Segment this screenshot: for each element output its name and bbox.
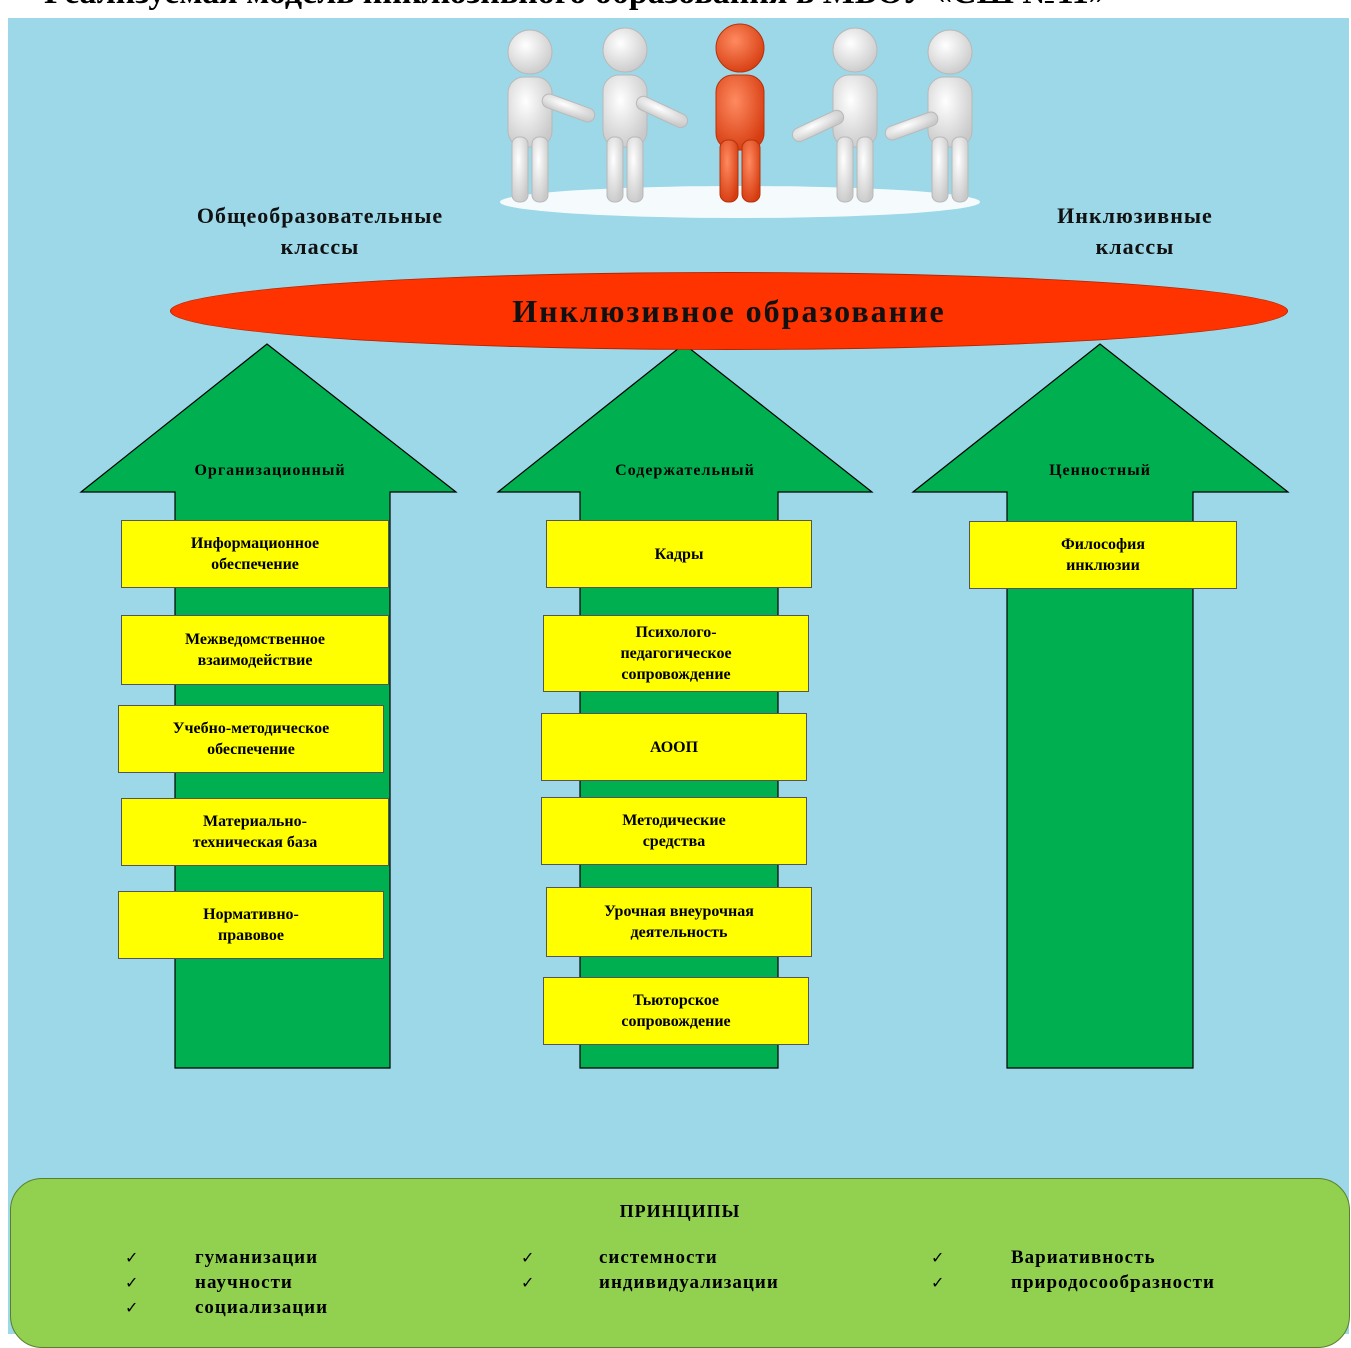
check-icon: ✓ [521,1248,536,1267]
principle-label: социализации [195,1296,329,1318]
check-icon: ✓ [521,1273,536,1292]
person-figure [791,27,878,203]
principle-item: ✓ научности [125,1270,328,1295]
page-title: Реализуемая модель инклюзивного образова… [0,0,1351,12]
person-figure [507,29,596,203]
arrow-value [911,343,1290,1069]
people-holding-hands-image [500,23,980,218]
principle-label: научности [195,1271,293,1293]
box-aoop: АООП [541,713,807,781]
principles-title: ПРИНЦИПЫ [619,1201,741,1221]
principle-label: Вариативность [1011,1246,1156,1268]
arrow-content [496,343,874,1069]
person-figure [602,27,689,203]
box-interagency-interaction: Межведомственное взаимодействие [121,615,389,685]
principle-item: ✓ природосообразности [931,1270,1215,1295]
box-information-support: Информационное обеспечение [121,520,389,588]
box-educational-methodical-support: Учебно-методическое обеспечение [118,705,384,773]
principle-label: гуманизации [195,1246,319,1268]
principle-label: системности [599,1246,718,1268]
person-figure-highlighted [715,23,765,203]
inclusive-education-ellipse: Инклюзивное образование [170,272,1288,350]
principle-item: ✓ индивидуализации [521,1270,779,1295]
arrow-label-value: Ценностный [1049,462,1151,479]
box-methodical-tools: Методические средства [541,797,807,865]
check-icon: ✓ [125,1273,140,1292]
box-tutor-support: Тьюторское сопровождение [543,977,809,1045]
box-psychological-pedagogical-support: Психолого- педагогическое сопровождение [543,615,809,692]
arrow-label-content: Содержательный [615,462,755,479]
principles-column-1: ✓ гуманизации ✓ научности ✓ социализации [125,1245,328,1320]
check-icon: ✓ [125,1248,140,1267]
person-figure [884,29,973,203]
principle-item: ✓ социализации [125,1295,328,1320]
inclusive-classes-label: Инклюзивные классы [1057,203,1213,259]
box-material-technical-base: Материально- техническая база [121,798,389,866]
inclusive-education-label: Инклюзивное образование [512,292,946,329]
box-regulatory-legal: Нормативно- правовое [118,891,384,959]
principles-column-2: ✓ системности ✓ индивидуализации [521,1245,779,1295]
principle-label: природосообразности [1011,1271,1215,1293]
principle-item: ✓ гуманизации [125,1245,328,1270]
general-classes-label: Общеобразовательные классы [196,203,444,259]
principle-item: ✓ Вариативность [931,1245,1215,1270]
check-icon: ✓ [931,1273,946,1292]
box-philosophy-of-inclusion: Философия инклюзии [969,521,1237,589]
box-staff: Кадры [546,520,812,588]
check-icon: ✓ [125,1298,140,1317]
box-class-extracurricular-activity: Урочная внеурочная деятельность [546,887,812,957]
principle-label: индивидуализации [599,1271,779,1293]
principles-panel: ПРИНЦИПЫ ✓ гуманизации ✓ научности ✓ социал… [10,1178,1350,1348]
check-icon: ✓ [931,1248,946,1267]
principles-column-3: ✓ Вариативность ✓ природосообразности [931,1245,1215,1295]
arrow-label-organizational: Организационный [194,462,346,479]
principle-item: ✓ системности [521,1245,779,1270]
